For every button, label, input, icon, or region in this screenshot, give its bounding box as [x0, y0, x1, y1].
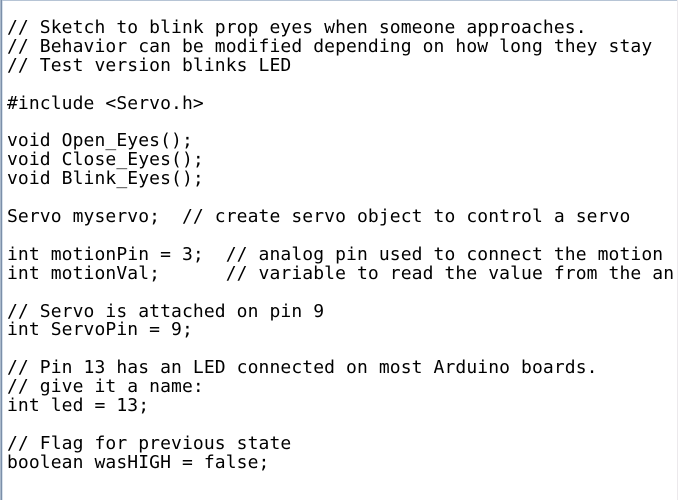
pane-border-left-mid — [1, 0, 2, 500]
code-text-area[interactable]: // Sketch to blink prop eyes when someon… — [7, 19, 677, 500]
code-line[interactable] — [7, 416, 677, 435]
code-line[interactable]: void Blink_Eyes(); — [7, 168, 204, 190]
code-line[interactable]: Servo myservo; // create servo object to… — [7, 206, 631, 228]
code-line[interactable]: void Open_Eyes(); — [7, 130, 193, 152]
code-line[interactable]: int led = 13; — [7, 395, 150, 417]
code-line[interactable]: // Behavior can be modified depending on… — [7, 35, 653, 57]
code-line[interactable]: boolean wasHIGH = false; — [7, 451, 270, 473]
pane-border-left-outer — [0, 0, 1, 500]
code-line[interactable]: int motionPin = 3; // analog pin used to… — [7, 243, 664, 265]
code-line[interactable]: int ServoPin = 9; — [7, 319, 193, 341]
code-line[interactable]: void Close_Eyes(); — [7, 149, 204, 171]
code-line[interactable]: // Sketch to blink prop eyes when someon… — [7, 19, 587, 38]
code-line[interactable]: // give it a name: — [7, 376, 204, 398]
code-line[interactable]: #include <Servo.h> — [7, 92, 204, 114]
pane-border-left-inner — [2, 1, 3, 500]
code-line[interactable] — [7, 227, 677, 246]
code-line[interactable]: // Test version blinks LED — [7, 54, 292, 76]
pane-border-top — [0, 0, 678, 1]
code-line[interactable] — [7, 76, 677, 95]
code-line[interactable] — [7, 284, 677, 303]
code-line[interactable]: // Flag for previous state — [7, 432, 292, 454]
code-line[interactable]: // Servo is attached on pin 9 — [7, 300, 325, 322]
code-line[interactable]: // Pin 13 has an LED connected on most A… — [7, 357, 598, 379]
code-line[interactable]: int motionVal; // variable to read the v… — [7, 262, 675, 284]
